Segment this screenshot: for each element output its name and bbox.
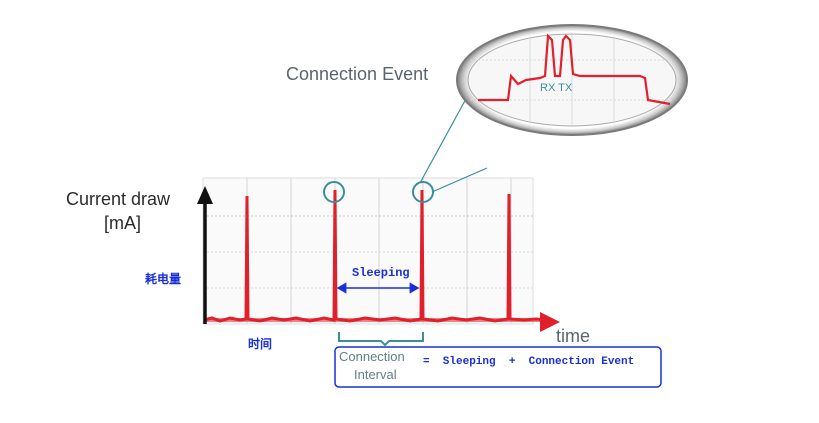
connection-interval-label-line1: Connection [339,349,405,364]
connection-interval-label-line2: Interval [354,367,397,382]
power-consumption-label-cn: 耗电量 [145,272,182,286]
equation-text: = Sleeping + Connection Event [423,356,635,368]
y-axis-label-line1: Current draw [66,189,171,209]
y-axis-label-line2: [mA] [104,213,142,233]
y-axis [197,186,213,324]
sleeping-label: Sleeping [352,266,410,280]
x-axis-label: time [556,326,591,346]
plot-grid [202,177,534,325]
zoom-lens [456,24,688,136]
rx-tx-label: RX TX [540,82,573,94]
x-axis-arrow-head [540,312,560,332]
peak-highlight-circle-1 [323,181,345,203]
connection-interval-bracket [338,332,424,347]
time-label-cn: 时间 [248,337,273,351]
connection-event-title: Connection Event [286,64,429,84]
current-signal [203,189,547,323]
equation-box [334,346,662,388]
zoom-callout-lines [419,96,488,193]
